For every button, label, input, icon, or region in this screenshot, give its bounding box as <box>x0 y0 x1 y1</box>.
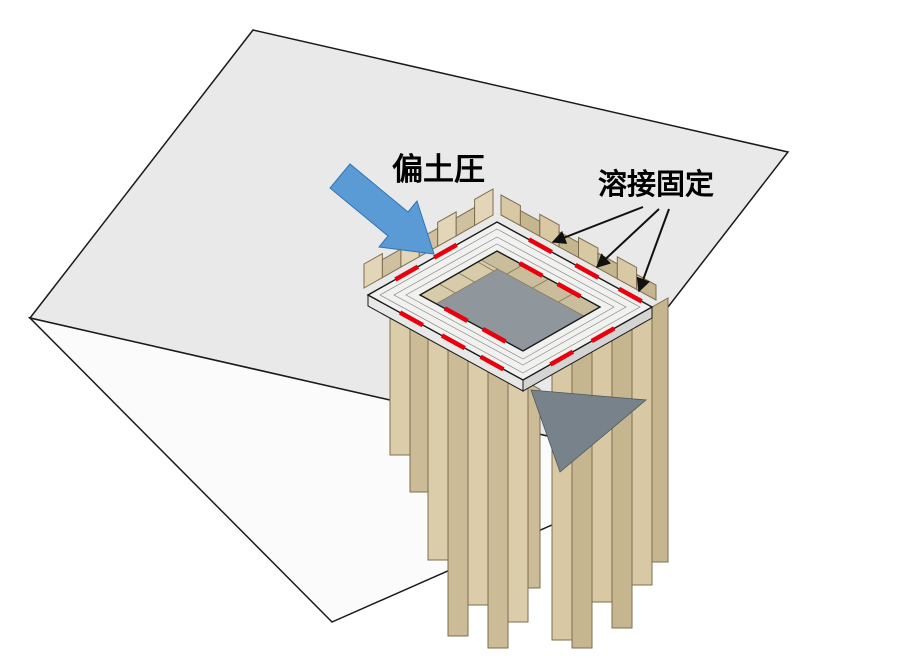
weld-fixation-label: 溶接固定 <box>598 167 714 201</box>
frame-flange-line <box>393 236 627 366</box>
sheet-pile-plank <box>409 317 429 493</box>
pointer-arrow <box>551 206 644 244</box>
sheet-pile-plank <box>389 306 411 456</box>
weld-mark <box>617 286 643 304</box>
weld-mark <box>556 281 582 299</box>
pit-shadow-triangle <box>530 389 647 473</box>
sheet-piles-far-right-row <box>500 194 657 301</box>
weld-mark <box>479 354 505 372</box>
weld-mark <box>443 306 469 323</box>
weld-pointer-arrows <box>551 206 670 293</box>
weld-mark <box>574 263 600 280</box>
sheet-pile-plank <box>507 370 529 623</box>
pointer-arrow <box>595 208 660 268</box>
sheet-pile-plank <box>474 188 494 227</box>
weld-mark <box>432 242 458 260</box>
weld-mark <box>518 261 544 278</box>
sheet-pile-plank <box>651 297 669 563</box>
weld-mark <box>590 326 616 344</box>
sheet-piles-near-left-wall <box>389 306 541 649</box>
weld-mark <box>440 333 466 351</box>
frame-flange-line <box>379 228 641 374</box>
frame-flange-line <box>405 243 615 360</box>
weld-mark <box>481 327 507 344</box>
pointer-arrow <box>636 208 670 293</box>
sheet-pile-plank <box>611 317 633 629</box>
sheet-pile-plank <box>447 338 469 637</box>
weld-mark <box>549 349 575 367</box>
weld-mark <box>394 264 420 282</box>
earth-pressure-label: 偏土圧 <box>392 152 485 188</box>
weld-marks <box>394 237 643 372</box>
sheet-pile-plank <box>500 194 521 227</box>
sheet-pile-plank <box>437 211 457 248</box>
sheet-pile-plank <box>487 359 509 649</box>
sheet-pile-plank <box>631 306 653 586</box>
sheet-pile-plank <box>363 252 383 289</box>
sheet-pile-plank <box>571 340 593 649</box>
sheet-pile-plank <box>578 236 599 269</box>
sheet-pile-plank <box>427 327 449 561</box>
earth-pressure-arrow-icon <box>329 163 435 255</box>
sheet-pile-plank <box>591 328 613 603</box>
weld-mark <box>527 237 553 255</box>
pit-inner-wall-seams <box>439 261 575 303</box>
sheet-pile-plank <box>467 348 489 606</box>
sheet-pile-plank <box>527 381 541 589</box>
weld-mark <box>398 310 424 328</box>
sheet-pile-plank <box>616 255 638 291</box>
